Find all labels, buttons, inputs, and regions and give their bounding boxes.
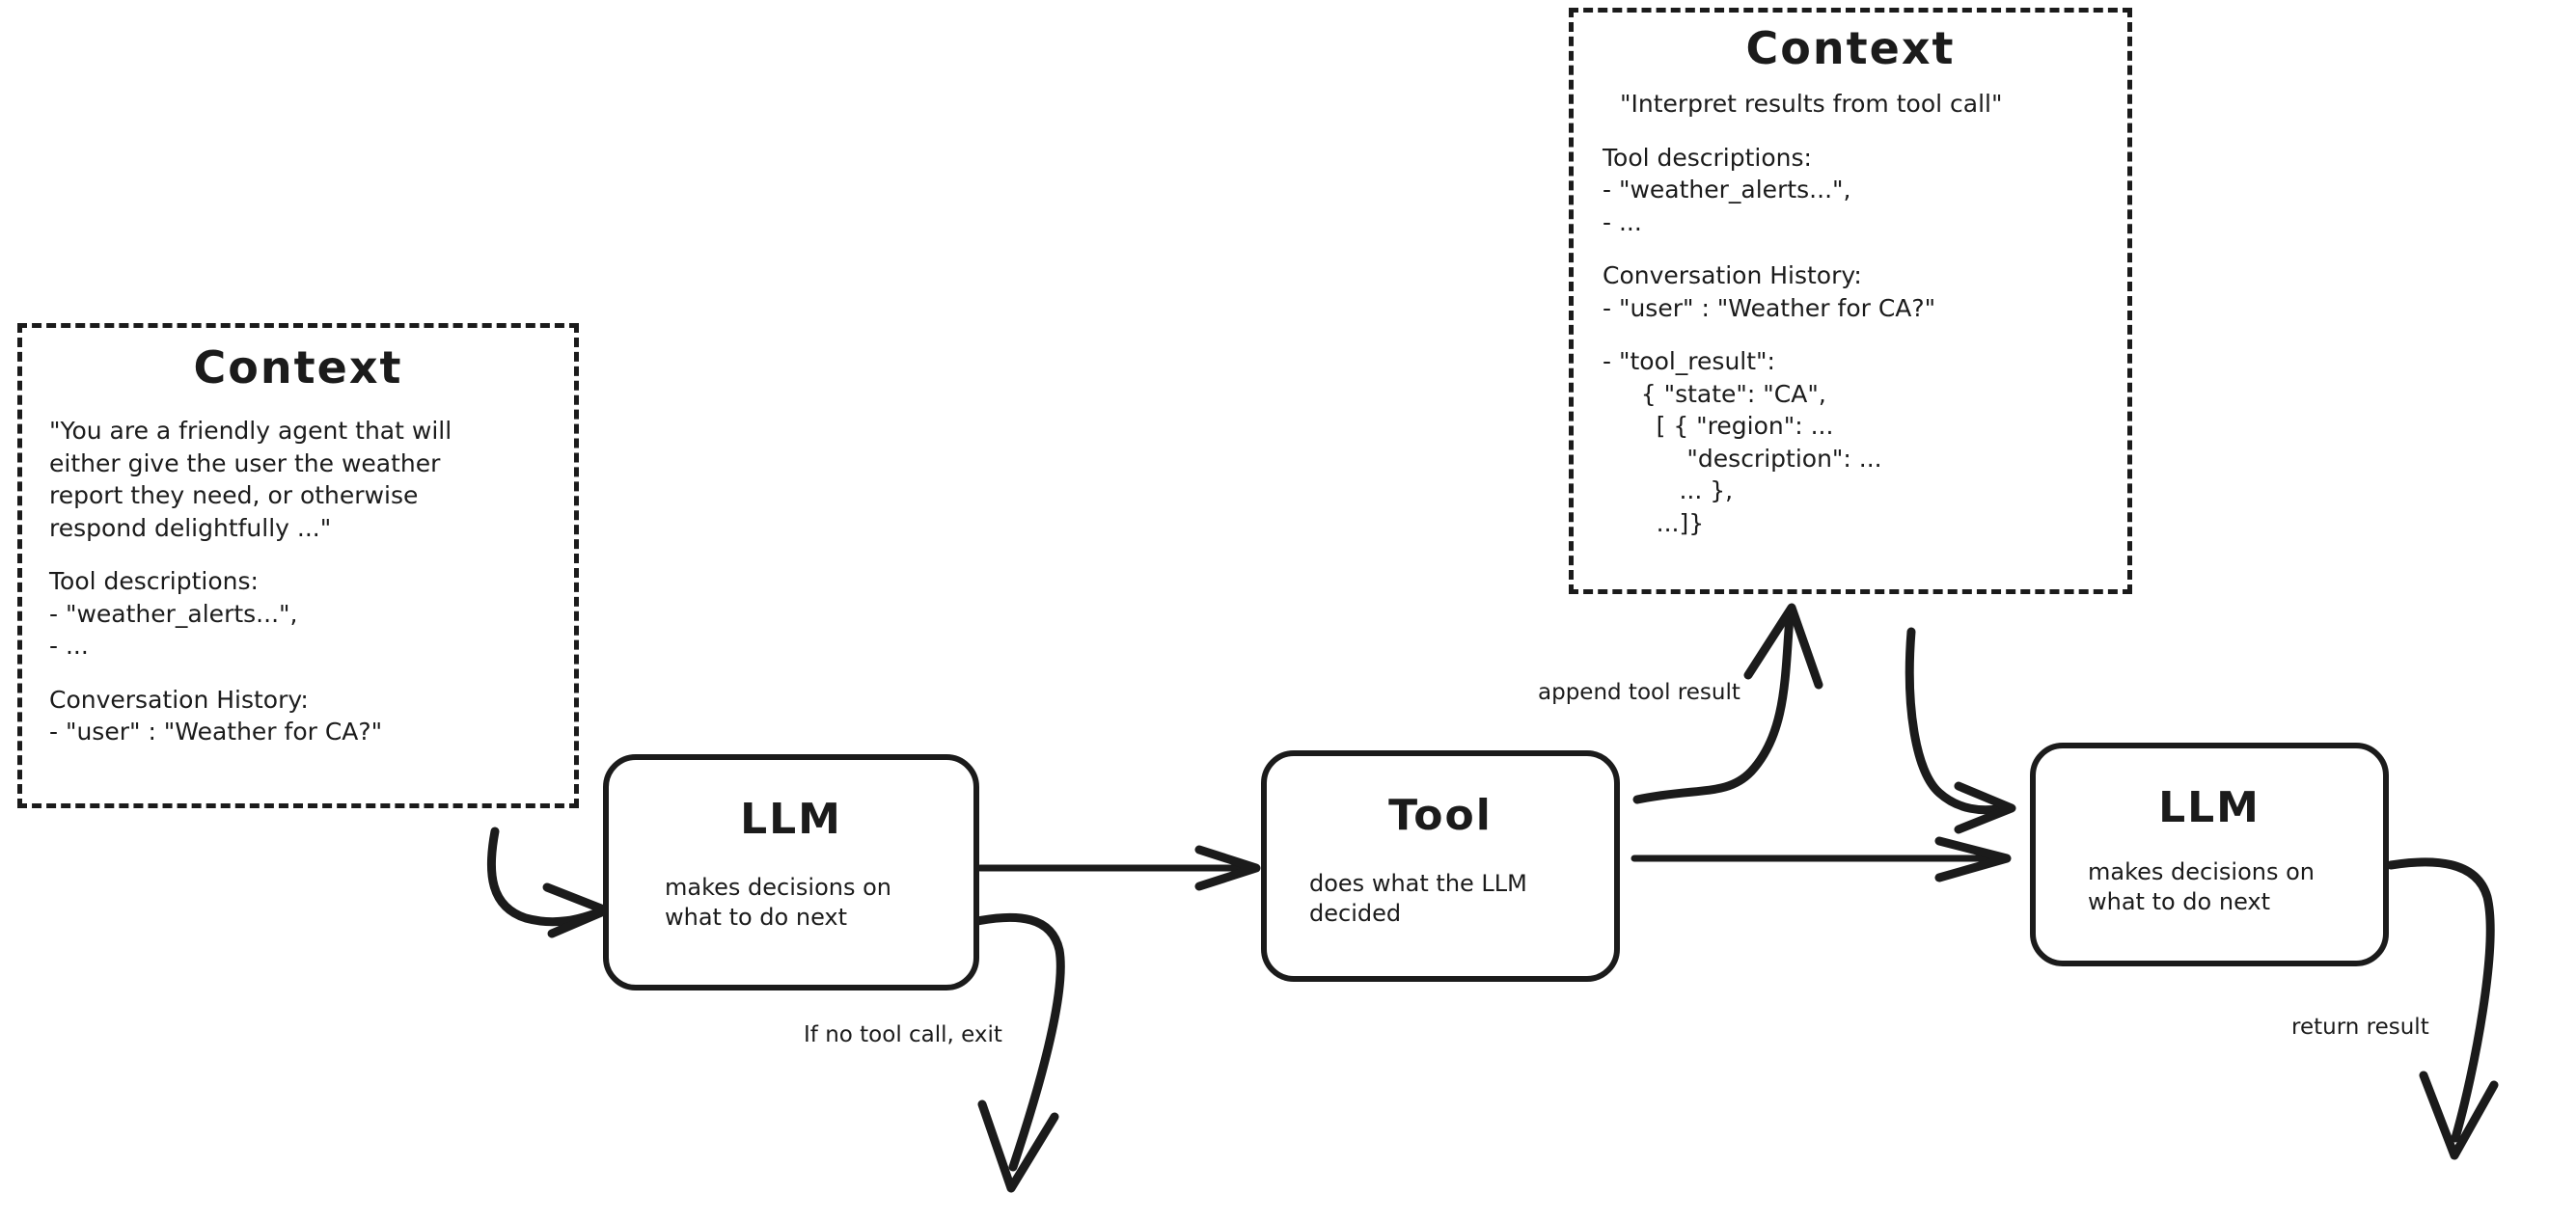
context-box-right: Context "Interpret results from tool cal… (1569, 8, 2132, 594)
arrow-llm2-return (2386, 857, 2499, 1160)
context-left-system-line: either give the user the weather (49, 448, 441, 477)
context-right-body: "Interpret results from tool call" Tool … (1603, 88, 2127, 539)
context-left-tool-item: - ... (49, 632, 89, 660)
edge-label-return-result: return result (2291, 1015, 2429, 1040)
node-llm-first-title: LLM (740, 795, 842, 844)
context-right-tool-item: - "weather_alerts...", (1603, 176, 1851, 204)
arrow-context-to-llm2 (1905, 627, 2016, 834)
node-tool-subtitle: does what the LLM decided (1267, 869, 1527, 929)
edge-label-append-tool-result: append tool result (1538, 680, 1740, 705)
context-right-title: Context (1745, 22, 1956, 74)
context-left-body: "You are a friendly agent that will eith… (49, 415, 574, 748)
context-left-conversation-item: - "user" : "Weather for CA?" (49, 718, 383, 746)
edge-label-if-no-tool-call-exit: If no tool call, exit (804, 1022, 1002, 1047)
context-right-conversation-header: Conversation History: (1603, 261, 1862, 289)
arrow-tool-to-context (1632, 603, 1823, 804)
context-right-tool-result-line: { "state": "CA", (1603, 379, 1826, 408)
spacer (1603, 238, 2127, 259)
context-right-tool-item: - ... (1603, 207, 1642, 236)
context-left-system-line: respond delightfully ..." (49, 513, 332, 542)
context-left-title: Context (193, 341, 403, 393)
spacer (49, 663, 574, 684)
node-llm-first-subtitle: makes decisions on what to do next (609, 873, 891, 933)
node-llm-second-subtitle-line: makes decisions on (2088, 858, 2315, 885)
node-llm-second-title: LLM (2158, 783, 2261, 832)
node-tool[interactable]: Tool does what the LLM decided (1261, 750, 1620, 982)
node-llm-second-subtitle-line: what to do next (2088, 888, 2271, 916)
spacer (1603, 324, 2127, 345)
spacer (49, 544, 574, 565)
node-llm-second-subtitle: makes decisions on what to do next (2036, 857, 2315, 917)
context-right-tools-header: Tool descriptions: (1603, 143, 1812, 172)
context-right-tool-result-header: - "tool_result": (1603, 347, 1775, 375)
context-right-tool-result-line: ...]} (1603, 508, 1705, 537)
context-left-tool-item: - "weather_alerts...", (49, 599, 298, 628)
arrow-context-to-llm (486, 827, 611, 938)
context-right-tool-result-line: ... }, (1603, 476, 1734, 504)
node-llm-first-subtitle-line: what to do next (665, 904, 848, 932)
node-tool-subtitle-line: decided (1309, 900, 1402, 928)
arrow-llm-to-tool (976, 845, 1261, 891)
arrow-tool-to-llm2 (1631, 836, 2012, 882)
context-left-system-line: "You are a friendly agent that will (49, 417, 452, 445)
context-right-system-line: "Interpret results from tool call" (1620, 90, 2003, 118)
context-right-tool-result-line: [ { "region": ... (1603, 412, 1834, 440)
context-right-conversation-item: - "user" : "Weather for CA?" (1603, 293, 1936, 322)
context-right-tool-result-line: "description": ... (1603, 444, 1882, 473)
node-llm-second[interactable]: LLM makes decisions on what to do next (2030, 743, 2389, 966)
context-box-left: Context "You are a friendly agent that w… (17, 323, 579, 808)
context-left-tools-header: Tool descriptions: (49, 567, 259, 595)
node-tool-title: Tool (1388, 791, 1493, 840)
node-llm-first[interactable]: LLM makes decisions on what to do next (603, 754, 979, 990)
context-left-system-line: report they need, or otherwise (49, 481, 419, 509)
spacer (1603, 121, 2127, 142)
arrow-llm-exit (973, 912, 1065, 1193)
node-llm-first-subtitle-line: makes decisions on (665, 874, 891, 901)
node-tool-subtitle-line: does what the LLM (1309, 870, 1527, 897)
context-left-conversation-header: Conversation History: (49, 685, 309, 714)
